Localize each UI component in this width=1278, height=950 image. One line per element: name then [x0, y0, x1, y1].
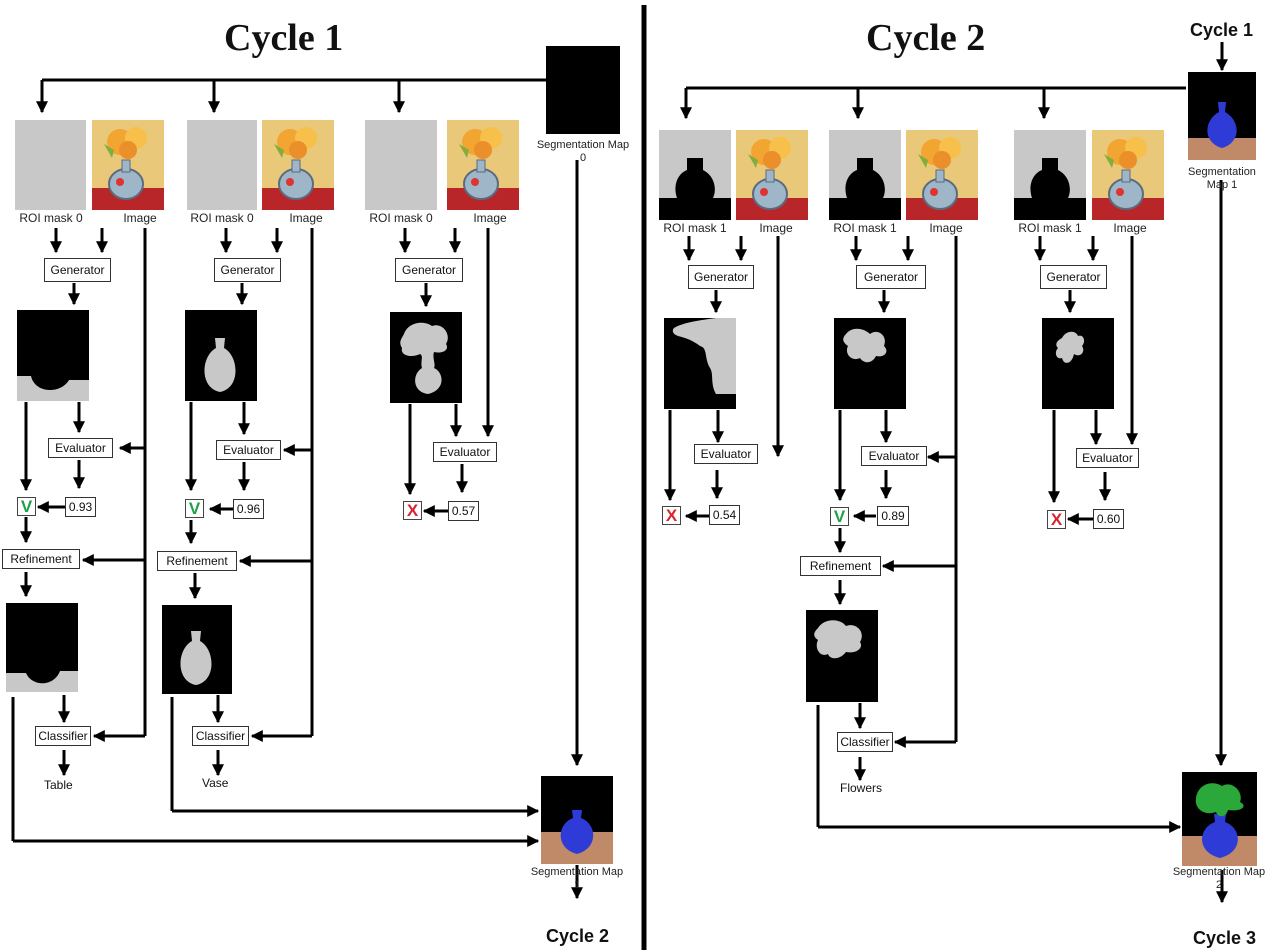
generator-box: Generator [1040, 265, 1107, 289]
accept-check-icon: V [17, 497, 36, 516]
roi-mask-1-branch-3 [1014, 130, 1086, 220]
cycle2-title: Cycle 2 [866, 17, 986, 59]
refinement-box: Refinement [2, 549, 80, 569]
evaluator-box: Evaluator [216, 440, 281, 460]
roi-mask-1-branch-2 [829, 130, 901, 220]
roi-mask-label: ROI mask 1 [1018, 221, 1082, 235]
refined-mask-vase [162, 605, 232, 694]
input-image-flower-vase [92, 120, 164, 210]
class-label-vase: Vase [202, 776, 229, 790]
segmentation-map-2-label: Segmentation Map 2 [1172, 866, 1266, 891]
score-box: 0.60 [1093, 509, 1124, 529]
image-label: Image [929, 221, 963, 235]
score-box: 0.89 [877, 506, 909, 526]
image-label: Image [123, 211, 157, 225]
roi-mask-0-branch-2 [187, 120, 257, 210]
roi-mask-1-branch-1 [659, 130, 731, 220]
generated-mask-flowers [834, 318, 906, 409]
segmentation-map-1-output-label: Segmentation Map 1 [530, 866, 624, 891]
segmentation-map-2 [1182, 772, 1257, 866]
segmentation-map-1-input [1188, 72, 1256, 160]
segmentation-map-0 [546, 46, 620, 134]
segmentation-map-1-input-label: Segmentation Map 1 [1188, 166, 1256, 191]
roi-mask-label: ROI mask 1 [833, 221, 897, 235]
generator-box: Generator [688, 265, 754, 289]
accept-check-icon: V [185, 499, 204, 518]
score-box: 0.54 [709, 505, 740, 525]
classifier-box: Classifier [192, 726, 249, 746]
segmentation-map-0-label: Segmentation Map 0 [536, 139, 630, 164]
evaluator-box: Evaluator [694, 444, 758, 464]
generated-mask-flowers-partial [1042, 318, 1114, 409]
refined-mask-table [6, 603, 78, 692]
roi-mask-label: ROI mask 1 [663, 221, 727, 235]
score-box: 0.57 [448, 501, 479, 521]
roi-mask-label: ROI mask 0 [19, 211, 83, 225]
evaluator-box: Evaluator [861, 446, 927, 466]
evaluator-box: Evaluator [48, 438, 113, 458]
refined-mask-flowers [806, 610, 878, 702]
input-image-flower-vase [906, 130, 978, 220]
generator-box: Generator [395, 258, 463, 282]
reject-x-icon: X [662, 506, 681, 525]
refinement-box: Refinement [157, 551, 237, 571]
image-label: Image [289, 211, 323, 225]
image-label: Image [1113, 221, 1147, 235]
evaluator-box: Evaluator [1076, 448, 1139, 468]
input-image-flower-vase [736, 130, 808, 220]
reject-x-icon: X [1047, 510, 1066, 529]
generator-box: Generator [856, 265, 926, 289]
roi-mask-label: ROI mask 0 [190, 211, 254, 225]
roi-mask-label: ROI mask 0 [369, 211, 433, 225]
score-box: 0.96 [233, 499, 264, 519]
input-image-flower-vase [262, 120, 334, 210]
cycle2-next-label: Cycle 3 [1193, 928, 1257, 948]
generated-mask-region [664, 318, 736, 409]
generated-mask-vase [185, 310, 257, 401]
cycle2-prev-label: Cycle 1 [1190, 20, 1254, 40]
classifier-box: Classifier [837, 732, 893, 752]
generator-box: Generator [214, 258, 281, 282]
cycle1-next-label: Cycle 2 [546, 926, 610, 946]
segmentation-map-1-output [541, 776, 613, 864]
input-image-flower-vase [447, 120, 519, 210]
accept-check-icon: V [830, 507, 849, 526]
image-label: Image [759, 221, 793, 235]
class-label-table: Table [44, 778, 73, 792]
evaluator-box: Evaluator [433, 442, 497, 462]
refinement-box: Refinement [800, 556, 881, 576]
image-label: Image [473, 211, 507, 225]
generated-mask-flowers [390, 312, 462, 403]
cycle1-title: Cycle 1 [224, 17, 344, 59]
generated-mask-table [17, 310, 89, 401]
class-label-flowers: Flowers [840, 781, 883, 795]
input-image-flower-vase [1092, 130, 1164, 220]
classifier-box: Classifier [35, 726, 91, 746]
roi-mask-0-branch-3 [365, 120, 437, 210]
roi-mask-0-branch-1 [15, 120, 86, 210]
score-box: 0.93 [65, 497, 96, 517]
reject-x-icon: X [403, 501, 422, 520]
generator-box: Generator [44, 258, 111, 282]
